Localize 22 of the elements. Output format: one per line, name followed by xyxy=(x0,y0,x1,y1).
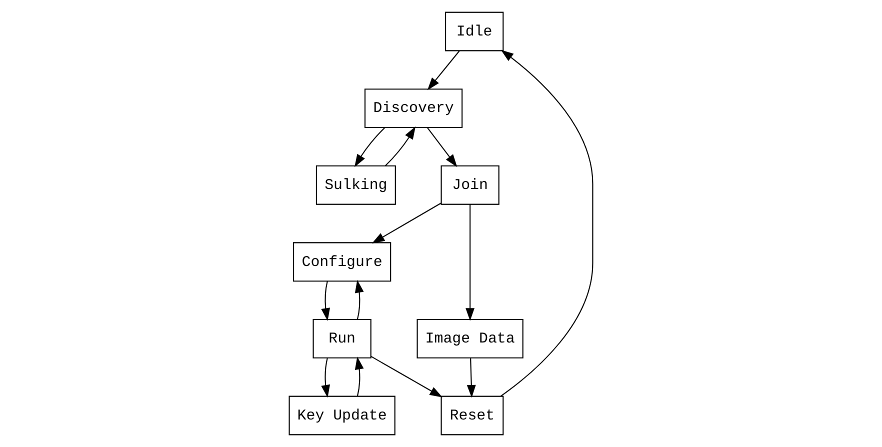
node-box: Reset xyxy=(440,396,504,436)
arrow xyxy=(500,50,594,397)
arrow xyxy=(466,358,476,398)
arrow xyxy=(372,202,442,244)
arrow xyxy=(321,358,330,398)
arrow xyxy=(354,356,364,396)
node-box: Discovery xyxy=(364,88,463,128)
arrow xyxy=(354,280,364,320)
node-box: Sulking xyxy=(316,165,396,205)
arrow xyxy=(466,204,475,321)
node-box: Image Data xyxy=(416,318,524,358)
node-box: Idle xyxy=(445,12,504,52)
node-box: Join xyxy=(440,165,500,205)
arrow xyxy=(354,127,385,168)
arrow xyxy=(427,50,460,90)
arrow xyxy=(370,356,443,398)
arrow xyxy=(385,126,416,166)
node-box: Run xyxy=(312,318,372,358)
arrow xyxy=(321,281,330,321)
node-box: Configure xyxy=(293,242,392,282)
arrow xyxy=(427,128,458,168)
node-box: Key Update xyxy=(288,396,396,436)
